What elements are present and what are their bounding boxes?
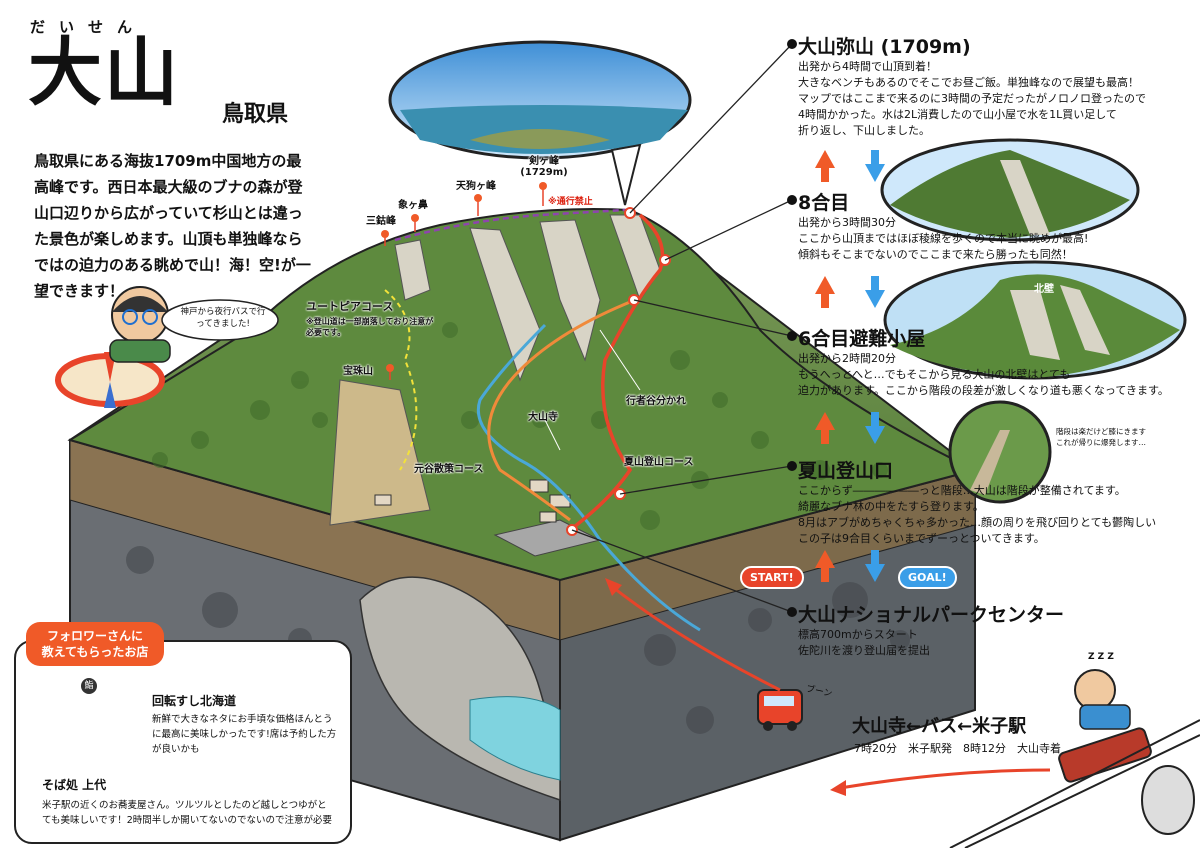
stop-summit: 大山弥山 (1709m) 出発から4時間で山頂到着！ 大きなベンチもあるのでそこ… (798, 32, 1146, 139)
hiker-character (109, 286, 171, 363)
stop-6th-line-3: 迫力があります。ここから階段の段差が激しくなり道も悪くなってきます。 (798, 384, 1169, 397)
stop-6th-title: 6合目避難小屋 (798, 328, 926, 350)
restricted-note: ※通行禁止 (548, 197, 593, 207)
stop-summit-line-5: 折り返し、下山しました。 (798, 124, 930, 137)
underground-pool (469, 696, 561, 781)
shop1-desc-line-2: に最高に美味しかったです!席は予約した方 (152, 729, 337, 740)
summit-view-bubble (388, 40, 692, 206)
peak-kengamine-name: 剣ヶ峰 (529, 156, 559, 167)
ridge-line (394, 208, 626, 242)
yutopia-course-label: ユートピアコース (306, 300, 394, 313)
speech-bubble (161, 299, 279, 341)
peak-kengamine: 剣ヶ峰 (1729m) (516, 152, 572, 178)
stop-summit-line-3: マップではここまで来るのに3時間の予定だったがノロノロ登ったので (798, 92, 1146, 105)
hoshu-label: 宝珠山 (343, 366, 373, 377)
stop-summit-line-2: 大きなベンチもあるのでそこでお昼ご飯。単独峰なので展望も最高！ (798, 76, 1139, 89)
shop-recommendations (14, 640, 352, 844)
goal-badge: GOAL! (898, 566, 957, 589)
kitakabe-label: 北壁 (1034, 284, 1054, 295)
stop-trailhead-title: 夏山登山口 (798, 460, 894, 482)
shop-header-line-1: フォロワーさんに (46, 629, 143, 643)
up-arrows (815, 150, 835, 582)
bus-route-arrow (609, 583, 781, 692)
shop1-desc: 新鮮で大きなネタにお手頃な価格ほんとう に最高に美味しかったです!席は予約した方… (152, 712, 336, 757)
transit-times: 7時20分 米子駅発 8時12分 大山寺着 (854, 742, 1061, 755)
stop-trailhead-line-3: 8月はアブがめちゃくちゃ多かった…顔の周りを飛び回りとても鬱陶しい (798, 516, 1157, 529)
down-arrows (865, 150, 885, 582)
peak-kengamine-alt: (1729m) (520, 167, 568, 178)
stop-park-center-line-2: 佐陀川を渡り登山届を提出 (798, 644, 930, 657)
stop-trailhead: 夏山登山口 ここからず――――――っと階段…大山は階段が整備されてます。 綺麗な… (798, 456, 1156, 547)
stop-summit-line-4: 4時間かかった。水は2L消費したので山小屋で水を1L買い足して (798, 108, 1117, 121)
shop2-name: そば処 上代 (42, 778, 107, 792)
shop-header-line-2: 教えてもらったお店 (41, 645, 149, 659)
stop-8th-title: 8合目 (798, 192, 850, 214)
stop-park-center-title: 大山ナショナルパークセンター (798, 604, 1065, 626)
stairs-caption: 階段は楽だけど膝にきます これが帰りに爆発します… (1056, 426, 1146, 448)
sleep-z: Z Z Z (1088, 652, 1114, 662)
stop-8th-line-1: 出発から3時間30分 (798, 216, 896, 229)
stop-park-center-line-1: 標高700mからスタート (798, 628, 918, 641)
stop-summit-title: 大山弥山 (1709m) (798, 36, 971, 58)
stop-trailhead-line-4: この子は9合目くらいまでずーっとついてきます。 (798, 532, 1045, 545)
stream (476, 323, 701, 632)
ridge-view-bubble (880, 138, 1140, 242)
prefecture-label: 鳥取県 (222, 102, 289, 127)
daisenji-map-label: 大山寺 (528, 412, 558, 423)
shop1-name: 回転すし北海道 (152, 694, 237, 708)
gyoja-label: 行者谷分かれ (626, 396, 686, 407)
shop1-desc-line-1: 新鮮で大きなネタにお手頃な価格ほんとう (152, 714, 333, 725)
stop-6th-line-2: もうへっとへと…でもそこから見る大山の北壁はとても (798, 368, 1071, 381)
antique-fan (1141, 765, 1195, 835)
stop-6th-line-1: 出発から2時間20分 (798, 352, 896, 365)
peak-zouga: 象ヶ鼻 (398, 200, 428, 211)
start-badge: START! (740, 566, 804, 589)
shop1-desc-line-3: が良いかも (152, 744, 200, 755)
shop2-desc-line-1: 米子駅の近くのお蕎麦屋さん。ツルツルとしたのど越しとつゆがと (42, 800, 327, 811)
peak-sanko: 三鈷峰 (366, 216, 396, 227)
yutopia-course-note: ※登山道は一部崩落しており注意が必要です。 (306, 317, 434, 337)
stop-trailhead-line-2: 綺麗なブナ林の中をたすら登ります。 (798, 500, 984, 513)
peak-tengu: 天狗ヶ峰 (456, 181, 496, 192)
shop-header: フォロワーさんに 教えてもらったお店 (26, 622, 164, 666)
sushi-plate-label: 鮨 (81, 678, 97, 694)
stairs-caption-line-2: これが帰りに爆発します… (1056, 438, 1146, 447)
north-wall-view-bubble (883, 260, 1187, 380)
speech-bubble-text: 神戸から夜行バスで行ってきました! (180, 307, 266, 329)
stairs-view (948, 400, 1052, 504)
stop-summit-line-1: 出発から4時間で山頂到着！ (798, 60, 937, 73)
stairs-caption-line-1: 階段は楽だけど膝にきます (1056, 427, 1146, 436)
shop2-desc: 米子駅の近くのお蕎麦屋さん。ツルツルとしたのど越しとつゆがと ても美味しいです！… (42, 798, 332, 828)
stop-8th-line-2: ここから山頂まではほぼ稜線を歩くので本当に眺めが最高! (798, 232, 1089, 245)
stop-8th-line-3: 傾斜もそこまでないのでここまで来たら勝ったも同然！ (798, 248, 1073, 261)
natsuyama-course-label: 夏山登山コース (624, 457, 694, 468)
stop-6th-hut: 6合目避難小屋 出発から2時間20分 もうへっとへと…でもそこから見る大山の北壁… (798, 324, 1169, 399)
title-ruby: だいせん (30, 18, 147, 36)
stop-trailhead-line-1: ここからず――――――っと階段…大山は階段が整備されてます。 (798, 484, 1126, 497)
motodani-course (487, 298, 636, 522)
stop-8th: 8合目 出発から3時間30分 ここから山頂まではほぼ稜線を歩くので本当に眺めが最… (798, 188, 1088, 263)
stop-park-center: 大山ナショナルパークセンター 標高700mからスタート 佐陀川を渡り登山届を提出 (798, 600, 1064, 659)
train-route-arrow (839, 768, 1051, 790)
shop2-desc-line-2: ても美味しいです！2時間半しか開いてないのでないので注意が必要 (42, 815, 333, 826)
motodani-course-label: 元谷散策コース (414, 464, 484, 475)
intro-text: 鳥取県にある海抜1709m中国地方の最高峰です。西日本最大級のブナの森が登山口辺… (34, 152, 311, 300)
bus-icon (757, 689, 803, 731)
traveler-character (1074, 669, 1131, 730)
page-title: 大山 (28, 30, 180, 116)
train-icon (1058, 727, 1152, 783)
railway-track (949, 719, 1200, 848)
transit-route: 大山寺←バス←米子駅 (852, 716, 1027, 737)
